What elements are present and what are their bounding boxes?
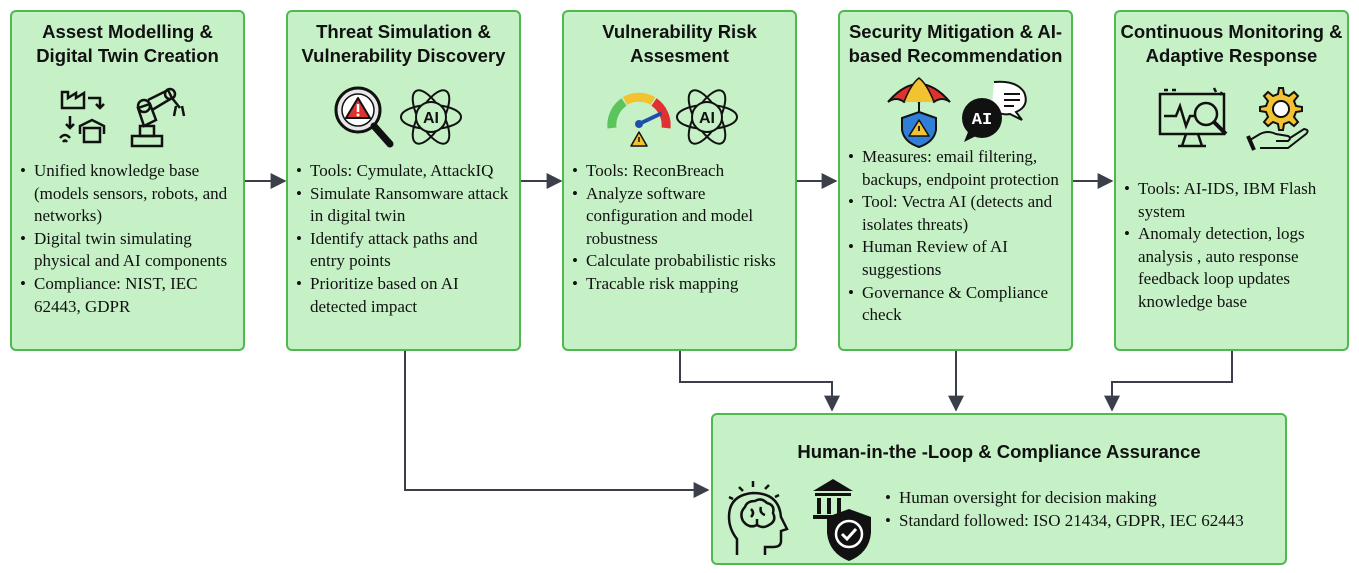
stage-bullets: Tools: AI-IDS, IBM Flash system Anomaly … — [1122, 178, 1339, 314]
robot-arm-icon — [130, 87, 186, 148]
arrow-stage5-to-hitl — [1104, 351, 1233, 412]
hitl-bullets: Human oversight for decision making Stan… — [883, 487, 1275, 532]
bullet-item: Measures: email filtering, backups, endp… — [846, 146, 1063, 191]
stage-icons: AI — [564, 82, 795, 154]
umbrella-shield-icon — [887, 77, 951, 148]
stage-bullets: Measures: email filtering, backups, endp… — [846, 146, 1063, 327]
institution-shield-icon — [813, 479, 871, 561]
bullet-item: Tracable risk mapping — [570, 273, 787, 296]
bullet-item: Tools: Cymulate, AttackIQ — [294, 160, 511, 183]
ai-atom-icon: AI — [676, 89, 738, 145]
stage-title: Continuous Monitoring & Adaptive Respons… — [1120, 21, 1343, 66]
stage-title: Threat Simulation & Vulnerability Discov… — [301, 21, 506, 66]
bullet-item: Prioritize based on AI detected impact — [294, 273, 511, 318]
stage-threat-simulation: Threat Simulation & Vulnerability Discov… — [286, 10, 521, 351]
stage-bullets: Unified knowledge base (models sensors, … — [18, 160, 235, 318]
bullet-item: Identify attack paths and entry points — [294, 228, 511, 273]
bullet-item: Governance & Compliance check — [846, 282, 1063, 327]
human-brain-icon — [727, 481, 789, 555]
risk-gauge-icon — [607, 92, 671, 147]
stage-icons — [12, 82, 243, 154]
bullet-item: Simulate Ransomware attack in digital tw… — [294, 183, 511, 228]
bullet-item: Tools: AI-IDS, IBM Flash system — [1122, 178, 1339, 223]
hitl-title: Human-in-the -Loop & Compliance Assuranc… — [797, 441, 1201, 462]
bullet-item: Tools: ReconBreach — [570, 160, 787, 183]
hitl-compliance-box: Human-in-the -Loop & Compliance Assuranc… — [711, 413, 1287, 565]
stage-title: Security Mitigation & AI- based Recommen… — [848, 21, 1063, 66]
stage-continuous-monitoring: Continuous Monitoring & Adaptive Respons… — [1114, 10, 1349, 351]
stage-bullets: Tools: Cymulate, AttackIQ Simulate Ranso… — [294, 160, 511, 318]
bullet-item: Tool: Vectra AI (detects and isolates th… — [846, 191, 1063, 236]
hand-gear-icon — [1246, 87, 1309, 151]
svg-text:AI: AI — [699, 110, 715, 127]
bullet-item: Anomaly detection, logs analysis , auto … — [1122, 223, 1339, 313]
ai-atom-icon: AI — [400, 89, 462, 145]
bullet-item: Digital twin simulating physical and AI … — [18, 228, 235, 273]
stage-bullets: Tools: ReconBreach Analyze software conf… — [570, 160, 787, 296]
bullet-item: Analyze software configuration and model… — [570, 183, 787, 251]
arrow-stage2-to-hitl — [404, 351, 710, 498]
factory-network-icon — [59, 90, 106, 144]
stage-asset-modelling: Assest Modelling & Digital Twin Creation — [10, 10, 245, 351]
bullet-item: Human Review of AI suggestions — [846, 236, 1063, 281]
stage-risk-assessment: Vulnerability Risk Assesment AI — [562, 10, 797, 351]
stage-security-mitigation: Security Mitigation & AI- based Recommen… — [838, 10, 1073, 351]
stage-title: Assest Modelling & Digital Twin Creation — [36, 21, 219, 66]
magnifier-warning-icon — [334, 86, 394, 148]
bullet-item: Calculate probabilistic risks — [570, 250, 787, 273]
svg-text:AI: AI — [423, 110, 439, 127]
stage-icons: AI — [840, 72, 1071, 148]
bullet-item: Compliance: NIST, IEC 62443, GDPR — [18, 273, 235, 318]
arrow-stage3-to-hitl — [679, 351, 840, 412]
stage-title: Vulnerability Risk Assesment — [602, 21, 757, 66]
stage-icons — [1116, 82, 1347, 154]
bullet-item: Standard followed: ISO 21434, GDPR, IEC … — [883, 510, 1275, 533]
stage-icons: AI — [288, 82, 519, 154]
monitor-scan-icon — [1158, 87, 1228, 148]
bullet-item: Human oversight for decision making — [883, 487, 1275, 510]
bullet-item: Unified knowledge base (models sensors, … — [18, 160, 235, 228]
svg-text:AI: AI — [972, 111, 992, 130]
ai-chat-icon: AI — [962, 80, 1027, 142]
